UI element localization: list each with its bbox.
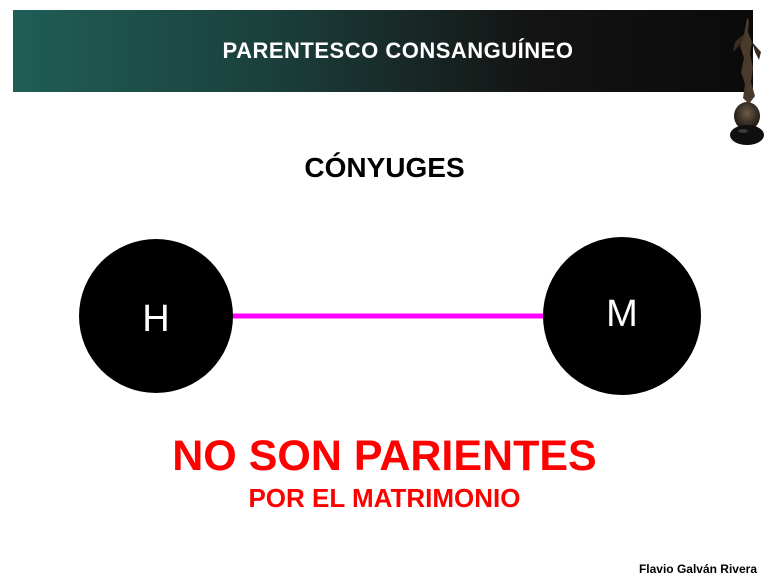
slide-subtitle: CÓNYUGES [304, 152, 465, 183]
statement-subline: POR EL MATRIMONIO [248, 483, 521, 513]
node-h [79, 239, 233, 393]
spouse-diagram: H M [79, 237, 701, 395]
slide-title: PARENTESCO CONSANGUÍNEO [222, 38, 574, 63]
node-m [543, 237, 701, 395]
node-m-label: M [606, 293, 638, 335]
node-h-label: H [142, 298, 169, 340]
statue-logo-icon [730, 18, 764, 145]
header-bar: PARENTESCO CONSANGUÍNEO [13, 10, 753, 92]
main-statement: NO SON PARIENTES [172, 432, 597, 480]
author-credit: Flavio Galván Rivera [638, 562, 757, 576]
